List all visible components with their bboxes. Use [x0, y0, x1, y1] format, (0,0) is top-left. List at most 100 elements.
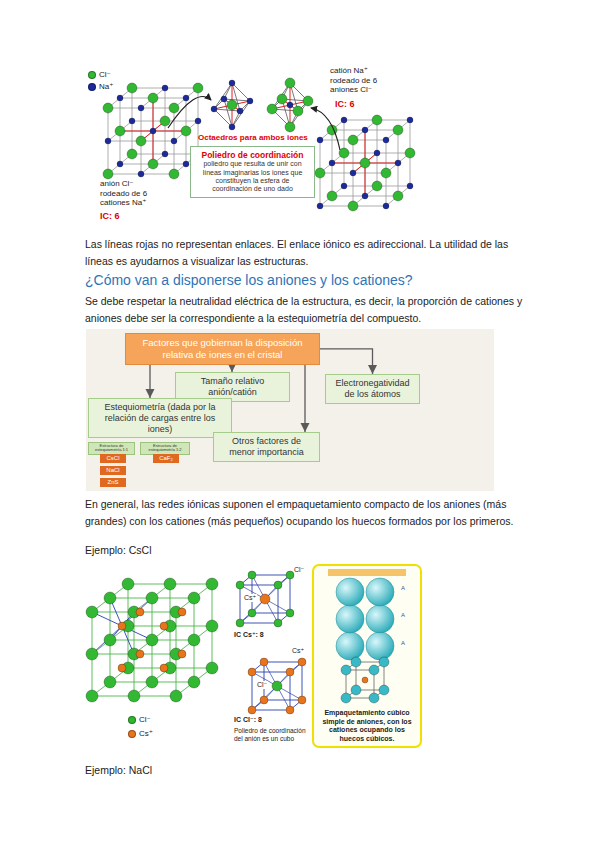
ion-sphere: [395, 160, 401, 166]
ion-sphere: [285, 78, 295, 88]
ion-sphere: [164, 578, 176, 590]
text-label: A: [401, 640, 405, 647]
ion-sphere: [277, 94, 287, 104]
ion-sphere: [118, 622, 126, 630]
text-label: Ejemplo: CsCl: [85, 542, 152, 559]
ion-sphere: [169, 103, 179, 113]
ion-sphere: [372, 115, 382, 125]
anion-sphere: [336, 578, 364, 606]
ion-sphere: [351, 685, 361, 695]
text-label: Cl⁻: [294, 566, 304, 574]
ion-sphere: [146, 592, 158, 604]
lattice-line: [170, 626, 212, 627]
ion-sphere: [86, 690, 98, 702]
ion-sphere: [122, 578, 134, 590]
factor-box: Electronegatividad de los átomos: [325, 374, 420, 404]
node-text: Factores que gobiernan la disposición re…: [131, 337, 314, 361]
legend-swatch: [128, 730, 136, 738]
ion-sphere: [327, 191, 337, 201]
table-cell: CaF₂: [153, 454, 179, 463]
ion-sphere: [206, 662, 218, 674]
node-text: ZnS: [101, 479, 125, 486]
factor-box: Estequiometría (dada por la relación de …: [88, 398, 232, 438]
ion-sphere: [341, 117, 347, 123]
ion-sphere: [118, 664, 126, 672]
node-text: Estructura de estequiometría 1:2: [142, 444, 188, 453]
ion-sphere: [341, 183, 347, 189]
ion-sphere: [260, 594, 270, 604]
nacl-lattice: [103, 83, 203, 179]
table-cell: CsCl: [100, 454, 126, 463]
text-label: IC: 6: [335, 99, 355, 110]
ion-sphere: [227, 100, 237, 110]
ion-sphere: [170, 690, 182, 702]
legend-swatch: [88, 71, 96, 79]
lattice-line: [240, 623, 278, 624]
text-label: IC Cs⁺: 8: [234, 631, 264, 639]
ion-sphere: [248, 706, 256, 714]
connector-arrow: [304, 365, 305, 432]
ion-sphere: [136, 650, 144, 658]
node-text: Tamaño relativo anión/catión: [180, 376, 285, 398]
sphere-stack: [336, 578, 394, 660]
connector-arrow: [149, 365, 150, 398]
ion-sphere: [267, 104, 277, 114]
ion-sphere: [160, 622, 168, 630]
ion-sphere: [248, 609, 256, 617]
ion-sphere: [188, 592, 200, 604]
anion-sphere: [366, 632, 394, 660]
ion-sphere: [188, 634, 200, 646]
ion-sphere: [348, 135, 358, 145]
ion-sphere: [127, 83, 137, 93]
lattice-line: [134, 696, 176, 697]
ion-sphere: [162, 85, 168, 91]
ion-sphere: [407, 183, 413, 189]
factor-box: Otros factores de menor importancia: [213, 432, 320, 462]
section-heading: ¿Cómo van a disponerse los aniones y los…: [85, 271, 575, 289]
anion-sphere: [366, 578, 394, 606]
table-header: Estructura de estequiometría 1:2: [140, 442, 190, 455]
ion-sphere: [104, 634, 116, 646]
ion-sphere: [348, 201, 358, 211]
lattice-line: [110, 682, 152, 683]
ion-sphere: [298, 658, 306, 666]
ion-sphere: [303, 96, 313, 106]
nacl-lattice: [315, 115, 415, 211]
node-text: CsCl: [101, 455, 125, 462]
unit-cell: [248, 658, 306, 714]
ion-sphere: [287, 102, 293, 108]
ion-sphere: [351, 657, 361, 667]
lattice-line: [110, 640, 152, 641]
text-label: Octaedros para ambos iones: [198, 133, 308, 143]
ion-sphere: [374, 150, 380, 156]
node-text: Estructura de estequiometría 1:1: [90, 444, 133, 453]
ion-sphere: [286, 668, 294, 676]
panel-frame: [313, 565, 421, 747]
cation-sphere: [362, 677, 368, 683]
pointer-arrow: [311, 108, 340, 150]
text-label: Ejemplo: NaCl: [85, 762, 152, 779]
ion-sphere: [162, 151, 168, 157]
ion-sphere: [104, 676, 116, 688]
ion-sphere: [221, 96, 227, 102]
ion-sphere: [236, 619, 244, 627]
lattice-line: [264, 662, 302, 663]
ion-sphere: [127, 149, 137, 159]
ion-sphere: [285, 122, 295, 132]
diagonal-line: [92, 612, 152, 640]
ion-sphere: [171, 138, 177, 144]
lattice-line: [240, 585, 241, 623]
legend-text: Cs⁺: [139, 730, 153, 738]
ion-sphere: [350, 170, 356, 176]
node-text: Otros factores de menor importancia: [218, 436, 315, 458]
ion-sphere: [383, 203, 389, 209]
ion-sphere: [405, 148, 415, 158]
title-box: Factores que gobiernan la disposición re…: [125, 333, 320, 365]
lattice-line: [302, 662, 303, 700]
lattice-line: [92, 696, 134, 697]
ion-sphere: [193, 83, 203, 93]
ion-sphere: [181, 126, 191, 136]
text-label: catión Na⁺ rodeado de 6 aniones Cl⁻: [330, 66, 394, 95]
ion-sphere: [237, 108, 243, 114]
lattice-line: [252, 575, 290, 576]
